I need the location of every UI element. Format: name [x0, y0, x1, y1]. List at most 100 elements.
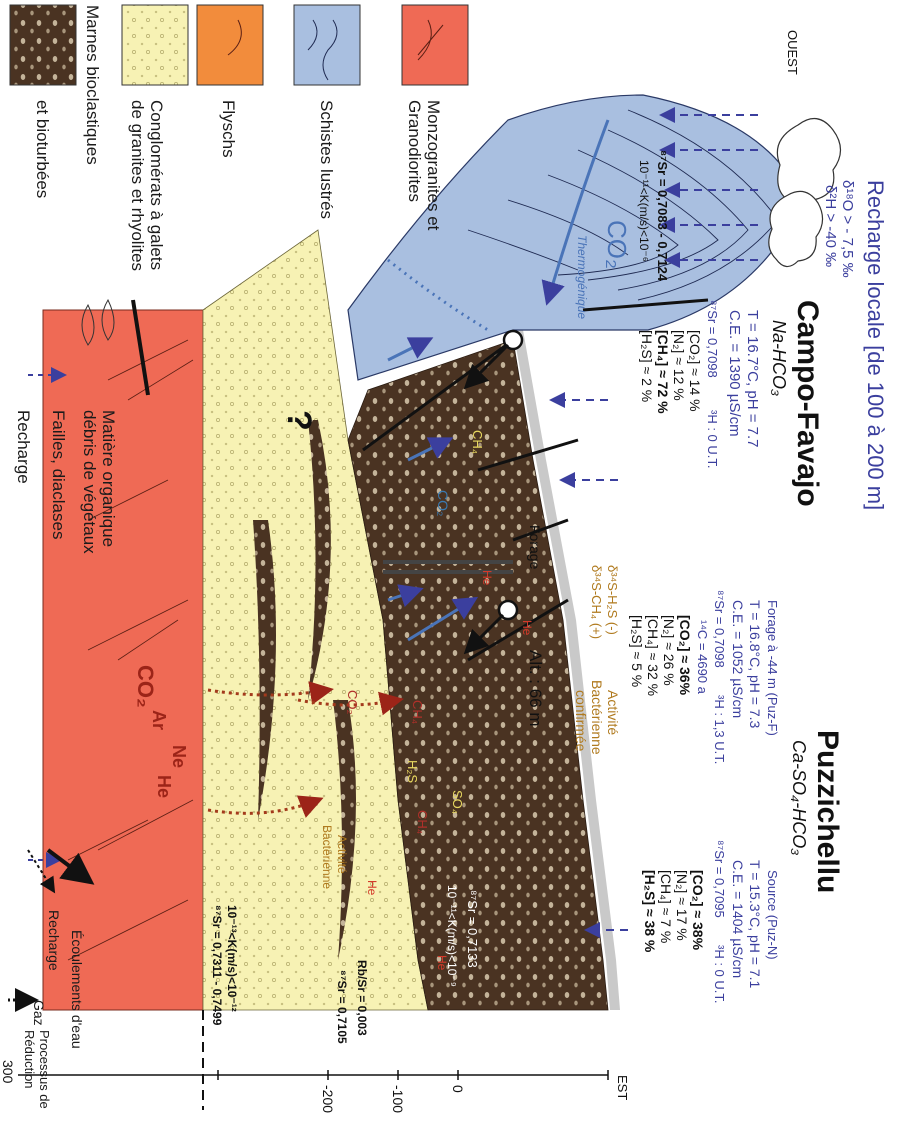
iso-o: δ¹⁸O > - 7,5 ‰: [839, 180, 856, 278]
gas-he: He: [154, 775, 174, 798]
depth-200: -200: [320, 1085, 336, 1113]
granite-sr: ⁸⁷Sr = 0,7311 - 0,7499: [210, 905, 224, 1026]
bact2: Bactérienne: [320, 825, 334, 889]
legend-recharge-label: Recharge: [14, 410, 33, 484]
legend-marnes-2: et bioturbées: [33, 100, 52, 400]
legend-failles: Failles, diaclases: [49, 410, 68, 539]
legend-right-recharge: Recharge: [44, 910, 63, 971]
legend-swatch-marnes: [10, 5, 76, 85]
campo-sr: ⁸⁷Sr = 0,7098: [705, 300, 720, 378]
so4-label: SO₄: [450, 790, 465, 814]
legend-flysch: Flyschs: [219, 100, 238, 158]
campo-n2: [N₂] ≈ 12 %: [671, 330, 687, 401]
puzz-name: Puzzichellu: [811, 730, 844, 893]
legend-swatch-flysch: [197, 5, 263, 85]
campo-tph: T = 16.7°C, pH = 7.7: [744, 310, 761, 447]
borehole: [383, 560, 513, 564]
legend-cong-l2: de granites et rhyolites: [128, 100, 147, 360]
marne-k: 10⁻¹¹<K(m/s)<10⁻⁹: [445, 885, 459, 987]
legend-right-ecoul: Écoulements d'eau: [67, 930, 86, 1049]
forage-label: Forage: [527, 525, 543, 570]
co2-a: CO₂: [435, 490, 451, 516]
forage-h2s: [H₂S] ≈ 5 %: [629, 615, 645, 687]
forage-sr: ⁸⁷Sr = 0,7098: [712, 590, 727, 668]
legend-swatch-granite: [402, 5, 468, 85]
legend-right-proc-l2: Réduction: [22, 1030, 37, 1109]
legend-monzo-l1: Monzogranites et: [424, 100, 443, 230]
campo-h2s: [H₂S] ≈ 2 %: [639, 330, 655, 402]
bact1: Activité: [335, 835, 349, 874]
thermo-label: Thermogénique: [575, 235, 589, 319]
h2s-label: H₂S: [405, 760, 420, 783]
gas-ar: Ar: [149, 710, 169, 730]
question-mark: ?: [280, 410, 318, 431]
legend-cong: Conglomérats à galets de granites et rhy…: [128, 100, 166, 360]
legend-monzo-l2: Granodiorites: [405, 100, 424, 230]
ch4-a: CH₄: [470, 430, 485, 454]
he-b: He: [520, 620, 534, 636]
legend-matiere-l2: débris de végétaux: [80, 410, 99, 554]
source-co2: [CO₂] ≈ 38%: [690, 870, 706, 951]
forage-ch4: [CH₄] ≈ 32 %: [645, 615, 661, 696]
campo-ch4: [CH₄] ≈ 72 %: [655, 330, 671, 414]
source-h2s: [H₂S] ≈ 38 %: [642, 870, 658, 953]
recharge-title: Recharge locale [de 100 à 200 m]: [863, 180, 888, 510]
campo-type: Na-HCO₃: [769, 320, 789, 396]
depth-axis: [18, 1070, 608, 1080]
marne-sr: ⁸⁷Sr = 0,7133: [465, 890, 480, 968]
activity2: Bactérienne: [589, 680, 605, 755]
forage-co2: [CO₂] ≈ 36%: [677, 615, 693, 696]
legend-right-proc-l1: Processus de: [37, 1030, 52, 1109]
legend-recharge: Recharge: [14, 410, 33, 484]
gas-ne: Ne: [169, 745, 189, 768]
delta2: δ³⁴S-CH₄ (+): [589, 565, 604, 639]
legend-right-gaz-label: Gaz: [31, 1000, 47, 1026]
forage-ce: C.E. = 1052 µS/cm: [730, 600, 746, 718]
legend-right-gaz: Gaz: [29, 1000, 48, 1026]
gas-co2: CO₂: [133, 665, 158, 708]
legend-matiere: Matière organique débris de végétaux: [80, 410, 118, 554]
campo-ce: C.E. = 1390 µS/cm: [726, 310, 743, 437]
depth-0: 0: [450, 1085, 466, 1093]
campo-co2: [CO₂] ≈ 14 %: [687, 330, 703, 412]
ouest-label: OUEST: [785, 30, 800, 75]
source-tph: T = 15.3°C, pH = 7.1: [747, 860, 763, 989]
granite-k: 10⁻¹³<K(m/s)<10⁻¹²: [225, 905, 239, 1012]
schist-k: 10⁻¹¹<K(m/s)<10⁻⁶: [637, 160, 651, 262]
legend-marnes-l1: Marnes bioclastiques: [83, 5, 102, 305]
puzz-type: Ca-SO₄-HCO₃: [789, 740, 809, 855]
activity3: confirmée: [573, 690, 589, 752]
he-c: He: [365, 880, 379, 896]
forage-tph: T = 16.8°C, pH = 7.3: [747, 600, 763, 729]
legend-right-proc: Processus de Réduction: [22, 1030, 52, 1109]
legend-failles-label: Failles, diaclases: [49, 410, 68, 539]
co2-big: CO₂: [602, 220, 632, 269]
source-tritium: ³H : 0 U.T.: [712, 945, 727, 1004]
campo-tritium: ³H : 0 U.T.: [705, 410, 720, 469]
iso-h: δ²H > -40 ‰: [822, 185, 839, 267]
ch4-b: CH₄: [410, 700, 425, 724]
source-ce: C.E. = 1404 µS/cm: [730, 860, 746, 978]
legend-marnes: Marnes bioclastiques: [83, 5, 102, 305]
legend-monzo: Monzogranites et Granodiorites: [405, 100, 443, 230]
legend-right-ecoul-label: Écoulements d'eau: [69, 930, 85, 1049]
legend-cong-l1: Conglomérats à galets: [147, 100, 166, 360]
legend-schistes-label: Schistes lustrés: [317, 100, 336, 219]
source-n2: [N₂] ≈ 17 %: [674, 870, 690, 941]
forage-c14: ¹⁴C = 4690 a: [695, 620, 710, 695]
est-label: EST: [615, 1075, 630, 1100]
schist-sr: ⁸⁷Sr = 0,7083 - 0,7124: [655, 150, 670, 282]
altitude-label: Alt. : 66 m: [526, 650, 545, 727]
rbsr-label: Rb/Sr = 0,003: [355, 960, 369, 1036]
he-a: He: [480, 570, 494, 586]
source-title: Source (Puz-N): [765, 870, 780, 960]
legend-swatch-cong: [122, 5, 188, 85]
forage-n2: [N₂] ≈ 26 %: [661, 615, 677, 686]
campo-name: Campo-Favajo: [791, 300, 824, 507]
legend-matiere-l1: Matière organique: [99, 410, 118, 554]
forage-tritium: ³H : 1,3 U.T.: [712, 695, 727, 764]
depth-300: 300: [0, 1060, 16, 1084]
source-ch4: [CH₄] ≈ 7 %: [658, 870, 674, 943]
ch4-c: CH₄: [415, 810, 430, 834]
